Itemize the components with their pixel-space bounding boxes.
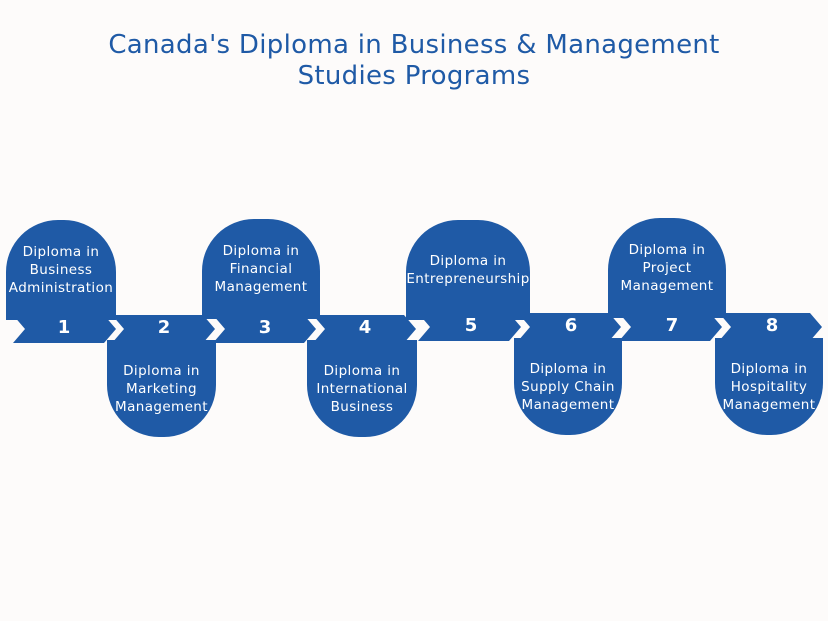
- step-6-number: 6: [564, 315, 578, 336]
- step-7-label: Diploma in Project Management: [620, 242, 714, 294]
- chevron-7: [619, 313, 722, 341]
- step-3-number: 3: [258, 317, 272, 338]
- step-5-number: 5: [464, 315, 478, 336]
- title-line-2: Studies Programs: [297, 61, 531, 91]
- step-1-label: Diploma in Business Administration: [8, 244, 114, 296]
- chevron-5: [418, 313, 521, 341]
- step-1-box: Diploma in Business Administration: [6, 220, 116, 320]
- diagram-title: Canada's Diploma in Business & Managemen…: [0, 30, 828, 92]
- step-4-label: Diploma in International Business: [316, 362, 408, 415]
- step-8-box: Diploma in Hospitality Management: [715, 338, 823, 435]
- step-7-number: 7: [665, 315, 679, 336]
- step-3-box: Diploma in Financial Management: [202, 219, 320, 319]
- step-6-label: Diploma in Supply Chain Management: [521, 360, 615, 413]
- step-4-number: 4: [358, 317, 372, 338]
- step-3-label: Diploma in Financial Management: [214, 243, 308, 295]
- step-8-label: Diploma in Hospitality Management: [722, 360, 816, 413]
- step-6-box: Diploma in Supply Chain Management: [514, 338, 622, 435]
- chevron-3: [213, 315, 316, 343]
- step-4-box: Diploma in International Business: [307, 340, 417, 437]
- chevron-1: [13, 315, 116, 343]
- chevron-6: [518, 313, 621, 341]
- step-1-number: 1: [57, 317, 71, 338]
- chevron-8: [719, 313, 822, 341]
- step-7-box: Diploma in Project Management: [608, 218, 726, 318]
- step-5-label: Diploma in Entrepreneurship: [406, 253, 530, 287]
- step-2-number: 2: [157, 317, 171, 338]
- step-5-box: Diploma in Entrepreneurship: [406, 220, 530, 320]
- chevron-2: [112, 315, 215, 343]
- step-2-label: Diploma in Marketing Management: [115, 362, 208, 415]
- title-line-1: Canada's Diploma in Business & Managemen…: [108, 30, 720, 60]
- step-8-number: 8: [765, 315, 779, 336]
- step-2-box: Diploma in Marketing Management: [107, 340, 216, 437]
- chevron-4: [313, 315, 416, 343]
